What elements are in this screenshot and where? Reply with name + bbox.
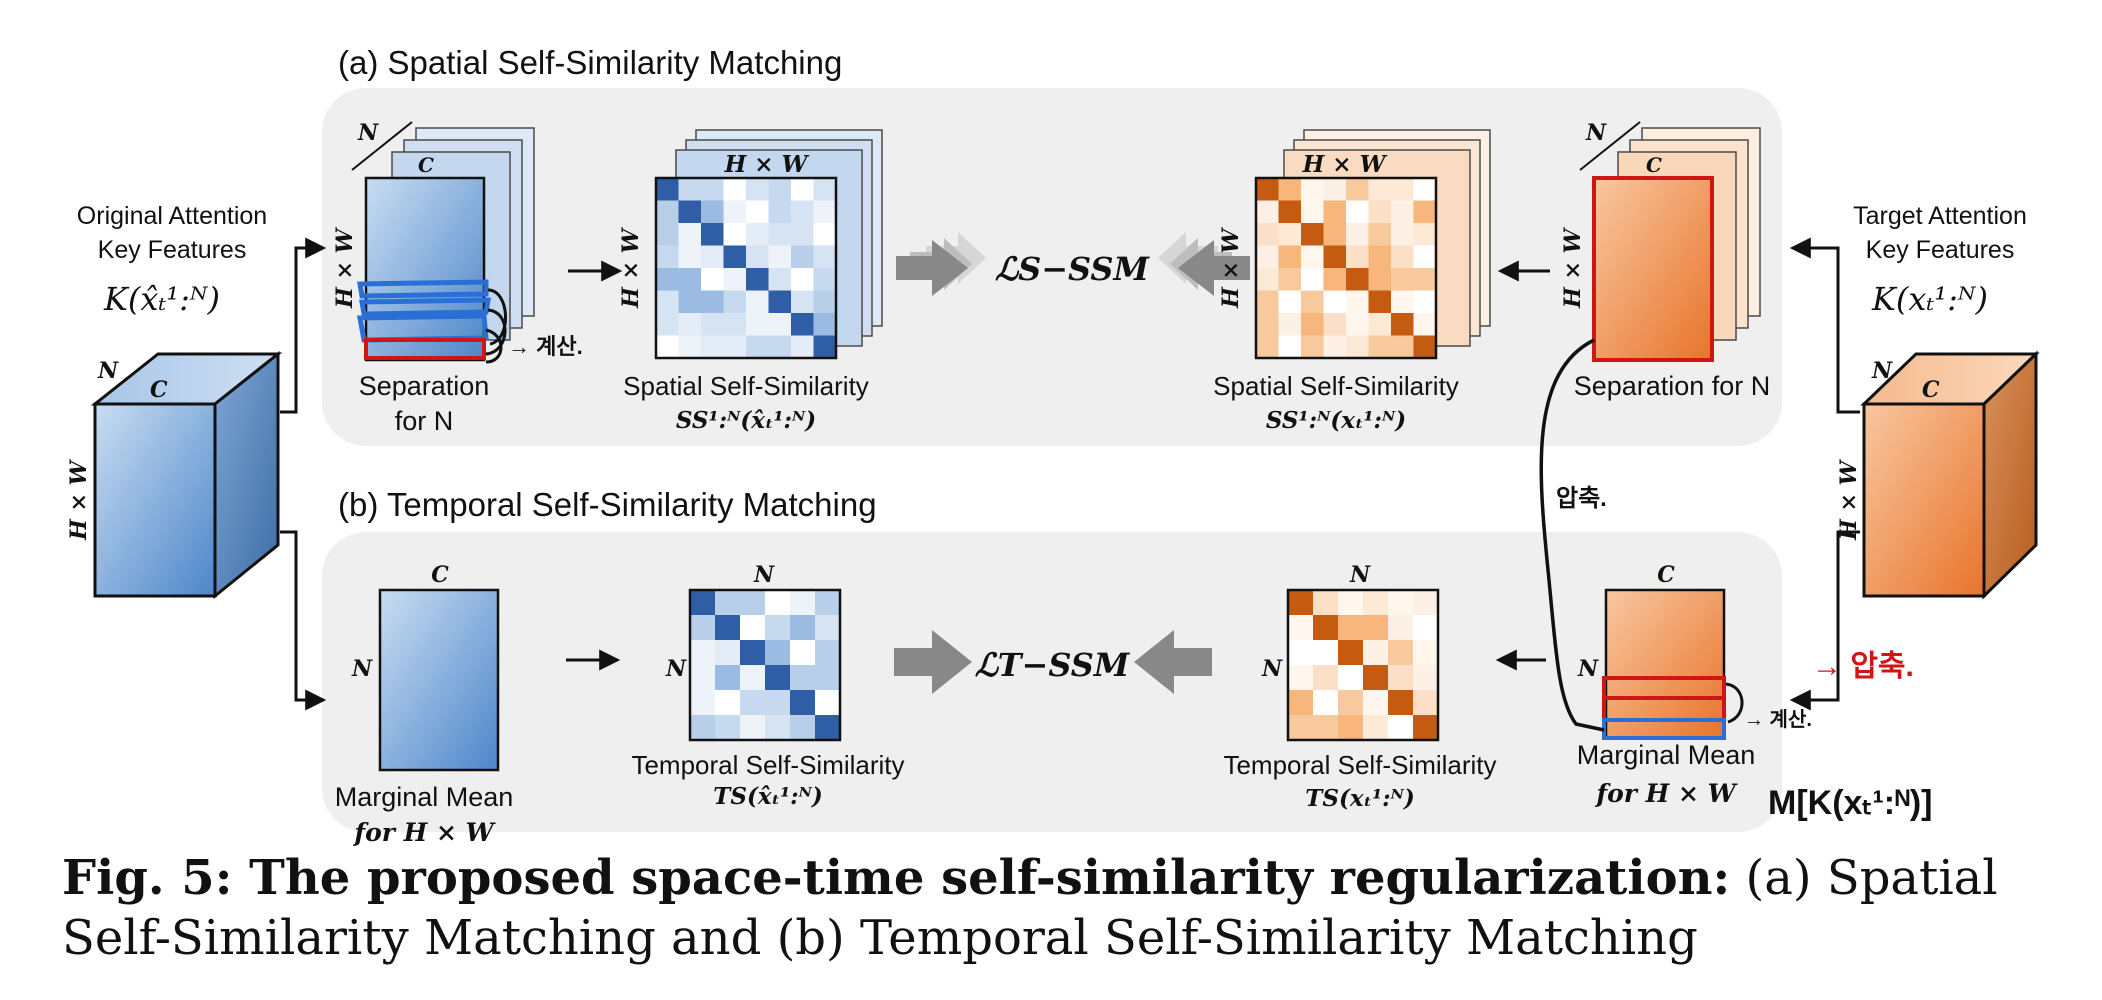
spatial-left-dim-hw: H × W [332, 226, 358, 309]
t-ssm-arrows [894, 630, 1212, 694]
left-cube-dim-c: C [150, 377, 168, 403]
temporal-sim-left-matrix [688, 588, 842, 742]
spatial-right-dim-n: N [1585, 120, 1607, 146]
left-input-formula: K(x̂ₜ¹:ᴺ) [103, 280, 220, 318]
right-bracket-up [1789, 237, 1860, 414]
caption-bold: Fig. 5: The proposed space-time self-sim… [62, 850, 1731, 906]
right-cube-dim-c: C [1922, 377, 1940, 403]
temporal-sim-left-title: Temporal Self-Similarity [631, 750, 904, 780]
spatial-sim-left-formula: SS¹:ᴺ(x̂ₜ¹:ᴺ) [676, 407, 816, 434]
temporal-right-dim-c: C [1657, 562, 1675, 588]
temporal-mm-right-line2: for H × W [1594, 779, 1738, 808]
s-ssm-loss: ℒS−SSM [995, 250, 1150, 288]
temporal-sim-right-formula: TS(xₜ¹:ᴺ) [1305, 785, 1415, 812]
spatial-sep-left-line1: Separation [359, 371, 490, 401]
spatial-sim-left-matrix [654, 176, 838, 360]
handwriting-formula: M[K(xₜ¹:ᴺ)] [1768, 784, 1932, 822]
temporal-sim-right-dim-n-top: N [1349, 562, 1371, 588]
temporal-mm-left-line2: for H × W [352, 818, 496, 847]
spatial-sep-right: Separation for N [1574, 371, 1771, 401]
left-input-label-1: Original Attention [77, 202, 267, 230]
temporal-sim-left-formula: TS(x̂ₜ¹:ᴺ) [713, 783, 823, 810]
temporal-left-dim-c: C [431, 562, 449, 588]
handwriting-compress-red: → 압축. [1812, 650, 1914, 683]
spatial-sim-left-dim-hw-side: H × W [618, 226, 644, 309]
left-cube-dim-n: N [97, 358, 119, 384]
spatial-right-dim-c: C [1646, 153, 1662, 177]
left-bracket-up [280, 237, 327, 414]
t-ssm-loss: ℒT−SSM [975, 646, 1131, 684]
spatial-left-dim-n: N [357, 120, 379, 146]
temporal-right-dim-n: N [1577, 656, 1599, 682]
right-input-formula: K(xₜ¹:ᴺ) [1871, 280, 1988, 318]
left-bracket-down [280, 530, 327, 711]
handwriting-calc-1: → 계산. [508, 334, 583, 359]
spatial-sep-left-line2: for N [395, 406, 454, 436]
temporal-sim-right-title: Temporal Self-Similarity [1223, 750, 1496, 780]
left-input-cube [90, 350, 283, 600]
temporal-mm-left-line1: Marginal Mean [335, 782, 514, 812]
spatial-sim-right-matrix [1254, 176, 1438, 360]
spatial-sim-right-dim-hw: H × W [1302, 151, 1388, 178]
spatial-left-dim-c: C [418, 153, 434, 177]
left-cube-dim-hw: H × W [66, 458, 92, 541]
spatial-sim-left-title: Spatial Self-Similarity [623, 371, 869, 401]
spatial-sim-right-title: Spatial Self-Similarity [1213, 371, 1459, 401]
temporal-sim-right-dim-n-side: N [1261, 656, 1283, 682]
temporal-left-mean [378, 588, 500, 772]
spatial-right-dim-hw: H × W [1560, 226, 1586, 309]
temporal-right-mean [1604, 588, 1726, 740]
right-cube-dim-hw: H × W [1836, 458, 1862, 541]
section-a-title: (a) Spatial Self-Similarity Matching [338, 44, 842, 81]
handwriting-compress-1: 압축. [1556, 485, 1607, 512]
handwriting-calc-2: → 계산. [1744, 708, 1812, 731]
temporal-right-annotation-boxes [1602, 676, 1744, 740]
right-input-label-2: Key Features [1866, 236, 2015, 264]
spatial-left-annotation-boxes [357, 279, 507, 364]
figure-caption: Fig. 5: The proposed space-time self-sim… [62, 848, 2062, 968]
spatial-right-stack [1579, 121, 1761, 362]
right-input-label-1: Target Attention [1853, 202, 2027, 230]
temporal-sim-right-matrix [1286, 588, 1440, 742]
spatial-sim-right-formula: SS¹:ᴺ(xₜ¹:ᴺ) [1266, 407, 1406, 434]
temporal-sim-left-dim-n-top: N [753, 562, 775, 588]
temporal-mm-right-line1: Marginal Mean [1577, 740, 1756, 770]
right-cube-dim-n: N [1871, 358, 1893, 384]
temporal-sim-left-dim-n-side: N [665, 656, 687, 682]
s-ssm-arrows [896, 232, 1250, 296]
left-input-label-2: Key Features [98, 236, 247, 264]
handwriting-curve [1539, 338, 1605, 732]
right-bracket-down [1789, 530, 1860, 711]
caption-rest: (a) Spatial Self-Similarity Matching and… [62, 850, 1998, 966]
section-b-title: (b) Temporal Self-Similarity Matching [338, 486, 877, 523]
right-input-cube [1860, 350, 2040, 600]
spatial-sim-right-dim-hw-side: H × W [1218, 226, 1244, 309]
spatial-sim-left-dim-hw: H × W [724, 151, 810, 178]
temporal-left-dim-n: N [351, 656, 373, 682]
